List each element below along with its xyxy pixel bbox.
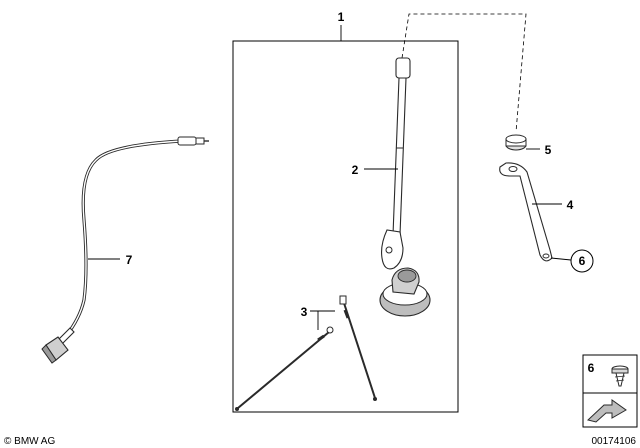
- antenna-base: [379, 267, 431, 317]
- dashed-link-line: [401, 13, 527, 133]
- rod-left: [235, 326, 334, 411]
- callout-4: 4: [567, 198, 574, 212]
- legend-label-6: 6: [588, 361, 595, 375]
- rod-right: [339, 295, 377, 401]
- callout-3: 3: [301, 305, 308, 319]
- bracket: [499, 162, 553, 262]
- callout-6-circle: [570, 249, 594, 273]
- callout-6: 6: [579, 254, 586, 268]
- legend-box-arrow: [582, 392, 638, 428]
- legend-box-screw: 6: [582, 354, 638, 394]
- callout-5: 5: [545, 143, 552, 157]
- arrow-icon: [586, 399, 627, 423]
- leader-3: [310, 310, 319, 330]
- callout-2: 2: [352, 163, 359, 177]
- assembly-frame: [232, 40, 459, 413]
- image-number: 00174106: [592, 436, 637, 447]
- antenna-cable: [41, 136, 209, 364]
- screw-icon: [611, 365, 629, 387]
- antenna-rod: [381, 57, 411, 270]
- leader-6: [550, 257, 572, 261]
- callout-1: 1: [338, 10, 345, 24]
- callout-7: 7: [126, 253, 133, 267]
- copyright-text: © BMW AG: [4, 436, 55, 447]
- grommet: [505, 134, 527, 151]
